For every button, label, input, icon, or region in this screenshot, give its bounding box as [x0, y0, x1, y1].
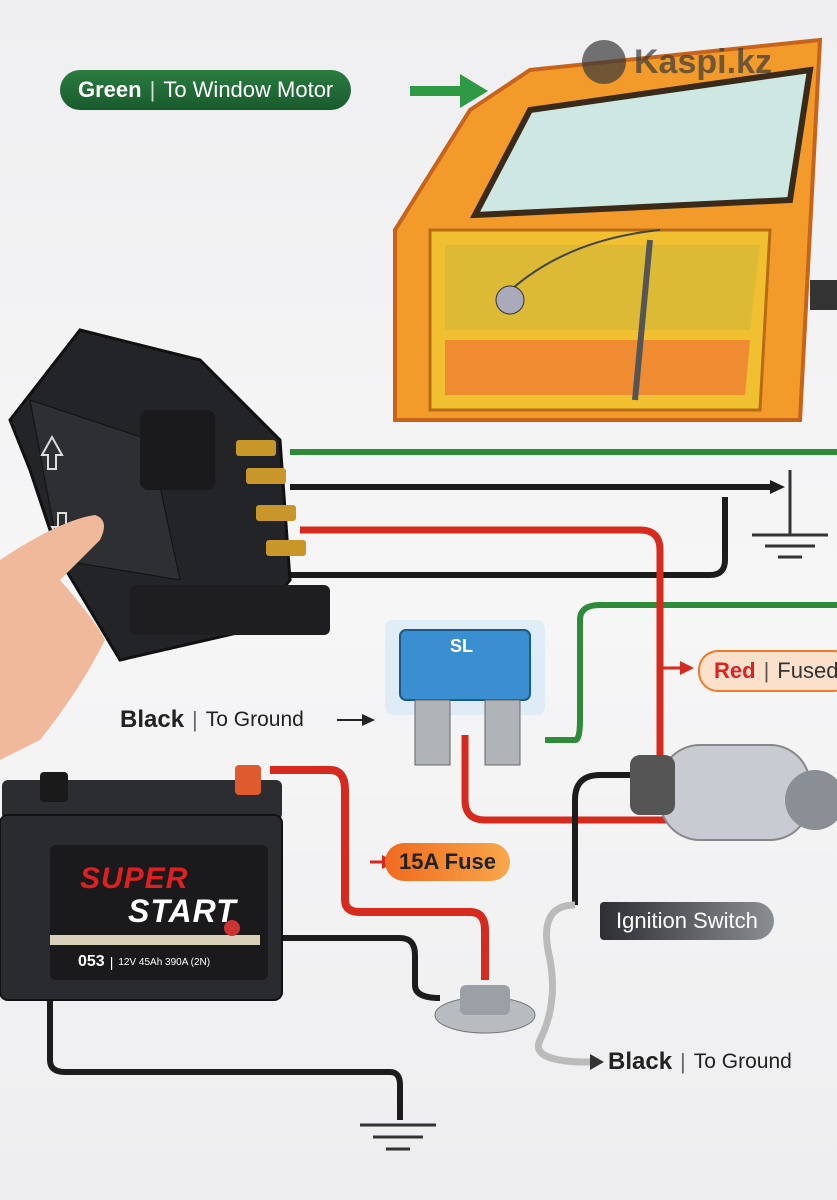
label-color: Green — [78, 77, 142, 102]
car-door — [393, 37, 837, 422]
battery-brand-bottom: START — [128, 893, 237, 929]
separator: | — [109, 954, 114, 970]
label-15a-fuse: 15A Fuse — [385, 843, 511, 881]
battery — [0, 765, 283, 1001]
battery-spec-line: 053 | 12V 45Ah 390A (2N) — [78, 953, 210, 971]
label-color: Black — [608, 1048, 673, 1075]
label-green-to-window-motor: Green | To Window Motor — [60, 70, 352, 110]
label-red-fused: Red | Fused — [698, 650, 837, 692]
separator: | — [149, 77, 156, 102]
label-desc: To Window Motor — [163, 77, 334, 102]
label-color: Red — [714, 658, 756, 683]
separator: | — [680, 1049, 686, 1074]
label-ignition-switch: Ignition Switch — [600, 902, 774, 940]
battery-spec: 12V 45Ah 390A (2N) — [118, 956, 211, 968]
hand — [0, 515, 105, 760]
kaspi-logo-icon — [582, 40, 626, 84]
arrow-right-icon — [410, 74, 488, 108]
label-black-to-ground-bottom: Black | To Ground — [608, 1048, 792, 1076]
fuse-marking: SL — [450, 636, 474, 656]
label-desc: To Ground — [205, 708, 304, 731]
watermark: Kaspi.kz — [582, 40, 772, 84]
separator: | — [763, 658, 770, 683]
inline-fuse-holder — [434, 985, 536, 1034]
blade-fuse — [385, 620, 545, 766]
separator: | — [192, 707, 198, 732]
label-desc: Fused — [777, 658, 837, 683]
label-text: Ignition Switch — [616, 908, 758, 933]
ignition-starter — [630, 744, 837, 841]
label-color: Black — [120, 706, 185, 733]
label-desc: To Ground — [693, 1050, 792, 1073]
battery-model: 053 — [78, 953, 105, 970]
label-text: 15A Fuse — [399, 849, 497, 874]
label-black-to-ground: Black | To Ground — [120, 706, 304, 734]
battery-brand-top: SUPER — [80, 862, 189, 895]
